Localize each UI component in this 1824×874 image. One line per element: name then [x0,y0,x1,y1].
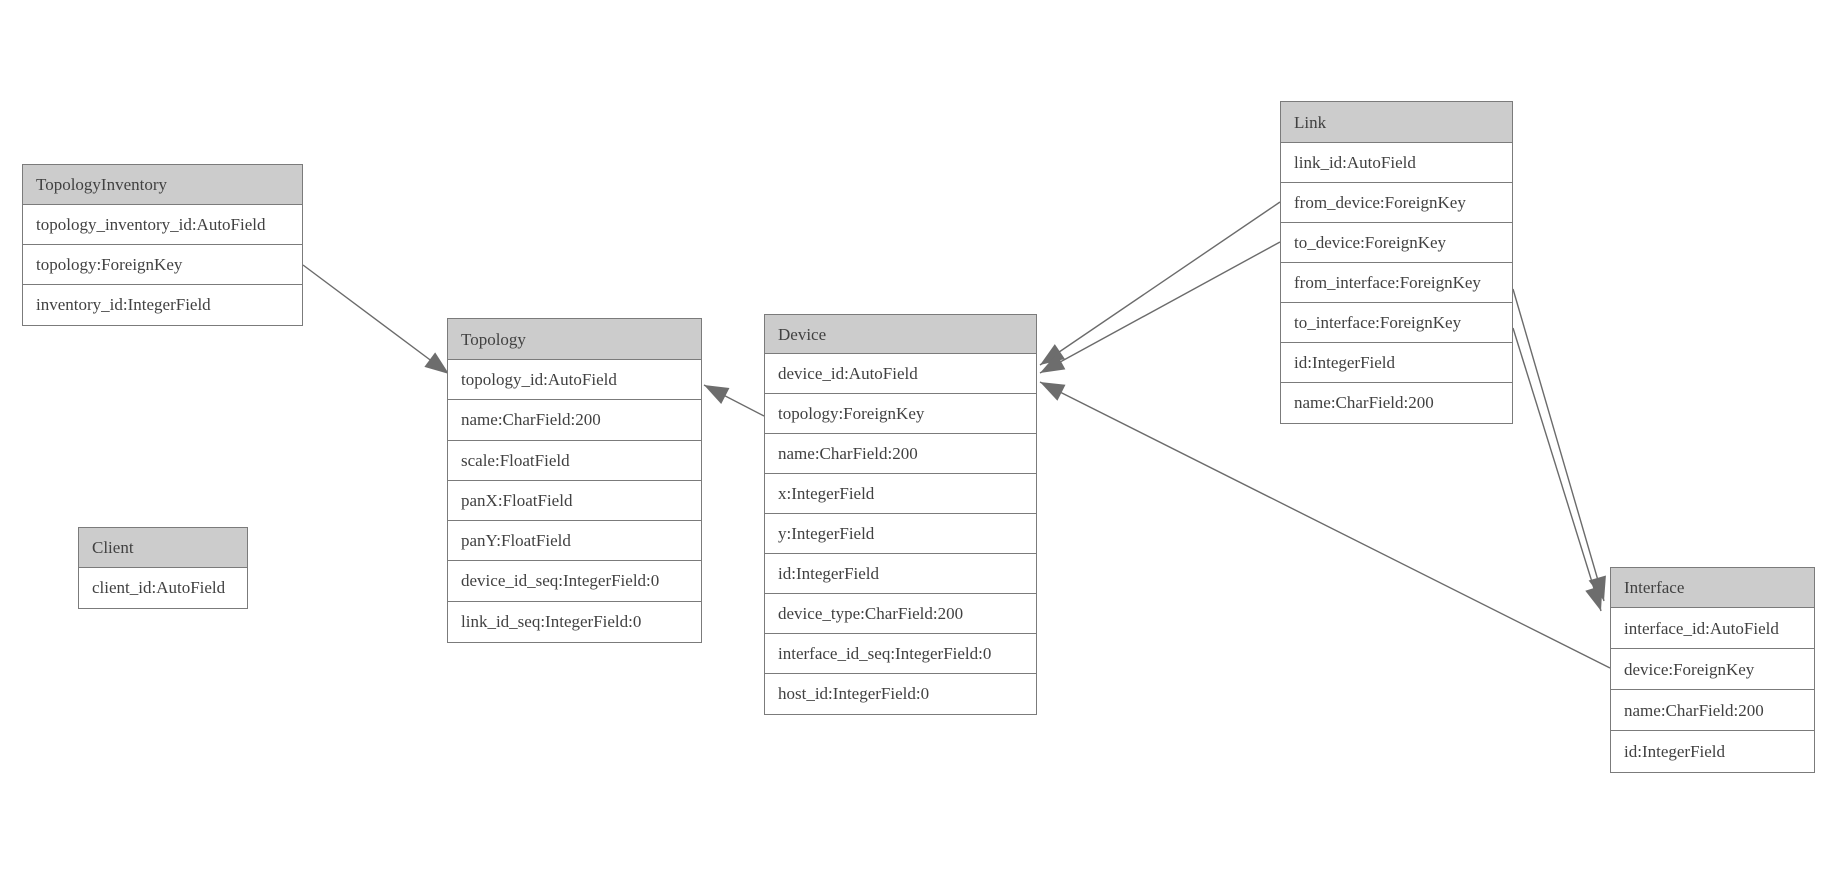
entity-field-row: y:IntegerField [765,514,1036,554]
entity-title: TopologyInventory [23,165,302,205]
entity-field-row: name:CharField:200 [1611,690,1814,731]
entity-field-row: host_id:IntegerField:0 [765,674,1036,714]
relation-line-link-to-device-to-device [1039,241,1281,374]
entity-field-row: panX:FloatField [448,480,701,522]
entity-field-row: from_device:ForeignKey [1281,183,1512,223]
entity-field-row: id:IntegerField [1281,343,1512,383]
entity-field-row: topology_id:AutoField [448,360,701,401]
entity-title: Device [765,315,1036,354]
entity-field-row: link_id:AutoField [1281,143,1512,183]
entity-field-row: name:CharField:200 [1281,383,1512,423]
entity-field-row: x:IntegerField [765,474,1036,514]
entity-field-row: device_id_seq:IntegerField:0 [448,561,701,602]
entity-field-row: id:IntegerField [765,554,1036,594]
entity-title: Topology [448,319,701,360]
relation-line-link-to-interface-to-interface [1512,327,1603,612]
entity-field-row: interface_id:AutoField [1611,608,1814,649]
relation-line-interface-device-to-device [1039,381,1611,669]
entity-field-row: id:IntegerField [1611,731,1814,772]
entity-field-row: to_interface:ForeignKey [1281,303,1512,343]
entity-field-row: device_type:CharField:200 [765,594,1036,634]
entity-field-row: device_id:AutoField [765,354,1036,394]
entity-field-row: scale:FloatField [448,440,701,481]
entity-title: Link [1281,102,1512,143]
entity-field-row: topology:ForeignKey [765,394,1036,434]
entity-field-row: from_interface:ForeignKey [1281,263,1512,303]
entity-title: Client [79,528,247,568]
entity-field-row: interface_id_seq:IntegerField:0 [765,634,1036,674]
entity-field-row: to_device:ForeignKey [1281,223,1512,263]
relation-line-device-topology-to-topology [703,384,765,417]
relation-line-link-from-interface-to-interface [1512,288,1606,602]
entity-field-row: inventory_id:IntegerField [23,285,302,325]
relation-line-link-from-device-to-device [1039,201,1281,366]
relation-line-topologyinventory-topology-to-topology [302,264,450,375]
entity-field-row: client_id:AutoField [79,568,247,608]
entity-field-row: topology_inventory_id:AutoField [23,205,302,245]
entity-field-row: topology:ForeignKey [23,245,302,285]
entity-field-row: name:CharField:200 [765,434,1036,474]
entity-field-row: device:ForeignKey [1611,649,1814,690]
entity-title: Interface [1611,568,1814,608]
entity-field-row: panY:FloatField [448,521,701,562]
entity-field-row: name:CharField:200 [448,400,701,441]
entity-field-row: link_id_seq:IntegerField:0 [448,601,701,643]
